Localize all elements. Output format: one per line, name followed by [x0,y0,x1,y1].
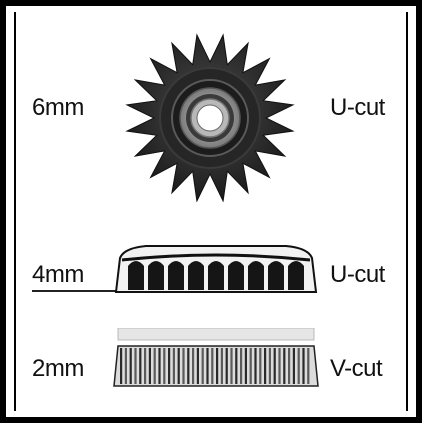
wheel-ridge [288,348,291,384]
wheel-ridge [302,348,305,384]
wheel-ridge [120,348,123,384]
wheel-ridge [216,348,219,384]
wheel-ridge [144,348,147,384]
cut-label-2mm: V-cut [330,355,383,382]
wheel-ridge [211,348,214,384]
wheel-ridge [230,348,233,384]
wheel-ridge [254,348,257,384]
wheel-ridge [283,348,286,384]
wheel-ridge [297,348,300,384]
cut-label-6mm: U-cut [330,94,385,121]
wheel-tooth [248,261,264,290]
wheel-ridge [278,348,281,384]
wheel-ridge [307,348,310,384]
wheel-ridge [264,348,267,384]
wheel-tooth [208,261,224,290]
wheel-ridge [148,348,151,384]
wheel-tooth [128,261,144,290]
wheel-ridge [124,348,127,384]
sprocket-gear-icon [125,33,295,202]
wheel-tooth [148,261,164,290]
wheel-ridge [168,348,171,384]
wheel-ridge [192,348,195,384]
wheel-tooth [228,261,244,290]
inner-border [14,12,408,411]
wheel-ridge [153,348,156,384]
wheel-ridge [235,348,238,384]
wheel-ridge [225,348,228,384]
wheel-ridge [196,348,199,384]
wheel-ridge [187,348,190,384]
wheel-ridge [249,348,252,384]
wheel-ridge [259,348,262,384]
wheel-ridge [268,348,271,384]
wheel-ridge [177,348,180,384]
wheel-ridge [273,348,276,384]
size-underline [32,290,124,292]
wheel-ridge [163,348,166,384]
wheel-tooth [188,261,204,290]
wheel-ridge [244,348,247,384]
wheel-ridge [201,348,204,384]
wheel-4mm-icon [114,245,318,293]
size-label-6mm: 6mm [32,94,84,121]
wheel-ridge [240,348,243,384]
wheel-ridge [158,348,161,384]
size-label-4mm: 4mm [32,261,84,288]
wheel-ridge [220,348,223,384]
wheel-2mm-icon [113,328,319,387]
wheel-ridge [172,348,175,384]
wheel-ridge [206,348,209,384]
wheel-ridge [139,348,142,384]
wheel-ridge [292,348,295,384]
wheel-tooth [268,261,284,290]
wheel-tooth [288,261,304,290]
wheel-ridge [182,348,185,384]
wheel-ridge [134,348,137,384]
cut-label-4mm: U-cut [330,261,385,288]
wheel-tooth [168,261,184,290]
wheel-ridge [129,348,132,384]
size-label-2mm: 2mm [32,355,84,382]
